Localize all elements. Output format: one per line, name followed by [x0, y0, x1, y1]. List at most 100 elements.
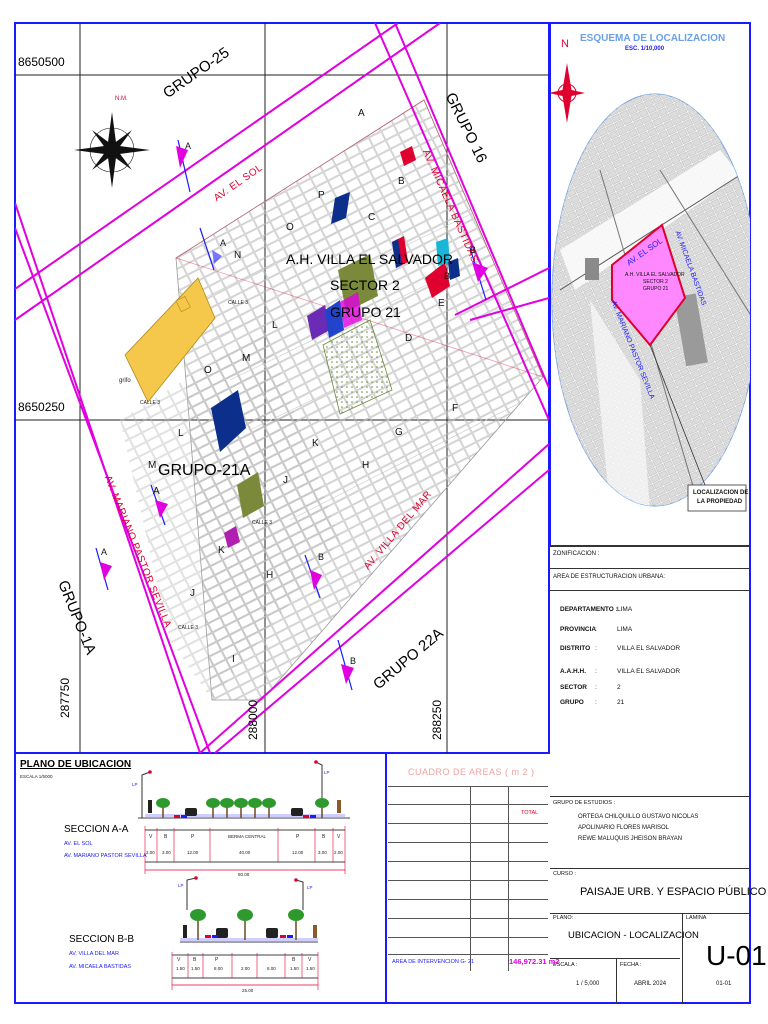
block-h: H — [362, 460, 370, 471]
section-a-code-v: V — [149, 834, 153, 840]
block-e: E — [438, 298, 445, 309]
section-b-lp-1: LP — [178, 883, 184, 888]
cuadro-table — [388, 786, 548, 971]
grupo-estudios-label: GRUPO DE ESTUDIOS : — [553, 800, 616, 806]
block-n: N — [234, 250, 242, 261]
cuadro-area-label: AREA DE INTERVENCION G- 21 — [392, 959, 475, 965]
info-grupo-label: GRUPO — [560, 699, 584, 706]
info-sector-label: SECTOR — [560, 684, 587, 691]
section-a-street-2: AV. MARIANO PASTOR SEVILLA — [64, 853, 147, 859]
section-b-street-2: AV. MICAELA BASTIDAS — [69, 964, 132, 970]
block-i: I — [232, 654, 235, 665]
info-departamento-value: LIMA — [617, 606, 633, 613]
section-a-lp-2: LP — [324, 770, 330, 775]
main-map-frame — [14, 22, 550, 754]
block-b: B — [398, 176, 405, 187]
section-b-code-v-2: V — [308, 957, 312, 963]
info-provincia-label: PROVINCIA — [560, 626, 597, 633]
section-a-dim-7: 2.00 — [334, 850, 343, 855]
info-aahh-sep: : — [595, 668, 597, 675]
section-b-dim-6: 1.50 — [290, 966, 299, 971]
info-distrito-label: DISTRITO — [560, 645, 591, 652]
area-estructuracion-label: AREA DE ESTRUCTURACION URBANA: — [553, 574, 666, 580]
info-aahh-value: VILLA EL SALVADOR — [617, 668, 681, 675]
location-callout-2: LA PROPIEDAD — [697, 499, 743, 505]
escala-value: 1 / 5,000 — [576, 981, 600, 987]
calle-label-4: CALLE 3 — [178, 625, 199, 631]
block-l: L — [272, 320, 278, 331]
section-b-dim-3: 8.00 — [214, 966, 223, 971]
main-map — [15, 23, 549, 753]
section-a-dim-4: 40.00 — [239, 850, 251, 855]
section-a-total: 80.00 — [238, 872, 250, 877]
block-f: F — [452, 403, 459, 414]
plano-value: UBICACION - LOCALIZACION — [568, 930, 699, 941]
section-b-dim-5: 8.00 — [267, 966, 276, 971]
block-a: A — [358, 108, 365, 119]
block-k-2: K — [218, 545, 225, 556]
info-distrito-value: VILLA EL SALVADOR — [617, 645, 681, 652]
section-mark-a-1: A — [185, 141, 192, 151]
section-b-street-1: AV. VILLA DEL MAR — [69, 951, 119, 957]
info-grupo-value: 21 — [617, 699, 625, 706]
fecha-value: ABRIL 2024 — [634, 981, 667, 987]
section-b-title: SECCION B-B — [69, 934, 135, 945]
divider — [550, 546, 750, 547]
center-label-1: A.H. VILLA EL SALVADOR — [286, 251, 454, 267]
section-a-title: SECCION A-A — [64, 824, 129, 835]
plano-ubicacion-scale: ESCALA 1/5000 — [20, 774, 53, 779]
section-a-lp-1: LP — [132, 782, 138, 787]
section-a-dim-5: 12.00 — [292, 850, 304, 855]
block-m: M — [242, 353, 251, 364]
street-sections — [138, 760, 350, 990]
section-mark-b-3: B — [318, 552, 325, 562]
block-a-2: A — [153, 486, 160, 497]
cuadro-area-value: 146,972.31 m2 — [509, 957, 560, 966]
info-grupo-sep: : — [595, 699, 597, 706]
curso-value: PAISAJE URB. Y ESPACIO PÚBLICO — [580, 886, 767, 898]
plano-label: PLANO: — [553, 915, 574, 921]
block-h-2: H — [266, 570, 274, 581]
info-distrito-sep: : — [595, 645, 597, 652]
north-label: N.M. — [115, 96, 128, 102]
grifo-label: grifo — [119, 378, 131, 384]
divider — [550, 913, 750, 914]
section-a-code-b: B — [164, 834, 168, 840]
student-2: APOLINARIO FLORES MARISOL — [578, 825, 670, 831]
student-1: ORTEGA CHILQUILLO GUSTAVO NICOLAS — [578, 814, 699, 820]
block-o: O — [286, 222, 294, 233]
info-aahh-label: A.A.H.H. — [560, 668, 586, 675]
divider — [550, 958, 680, 959]
section-a-street-1: AV. EL SOL — [64, 841, 93, 847]
section-mark-a-2: A — [220, 238, 227, 248]
coord-e-287750: 287750 — [58, 677, 72, 718]
group-21a-label: GRUPO-21A — [158, 462, 251, 479]
info-departamento-label: DEPARTAMENTO : — [560, 606, 618, 613]
block-l-2: L — [178, 428, 184, 439]
section-b-dim-7: 1.50 — [306, 966, 315, 971]
section-mark-a-3: A — [101, 547, 108, 557]
center-label-3: GRUPO 21 — [330, 304, 401, 320]
coord-n-8650500: 8650500 — [18, 55, 65, 69]
fecha-label: FECHA : — [620, 962, 642, 968]
divider — [616, 958, 617, 1003]
location-map-label-2: SECTOR 2 — [643, 279, 668, 285]
calle-label-2: CALLE 3 — [140, 400, 161, 406]
divider — [682, 913, 683, 1003]
block-g: G — [395, 427, 403, 438]
section-a-code-p-2: P — [296, 834, 300, 840]
divider — [550, 796, 750, 797]
north-arrow-icon — [74, 112, 150, 188]
block-j-2: J — [190, 588, 195, 599]
section-b-dim-2: 1.50 — [191, 966, 200, 971]
block-k: K — [312, 438, 319, 449]
section-b-code-p: P — [215, 957, 219, 963]
section-b-code-b-2: B — [292, 957, 296, 963]
lamina-value: U-01 — [706, 940, 767, 971]
section-a-code-b-2: B — [322, 834, 326, 840]
info-sector-value: 2 — [617, 684, 621, 691]
zonificacion-label: ZONIFICACION : — [553, 551, 600, 557]
block-p: P — [318, 190, 325, 201]
cuadro-total-label: TOTAL — [521, 810, 539, 816]
coord-e-288250: 288250 — [430, 699, 444, 740]
